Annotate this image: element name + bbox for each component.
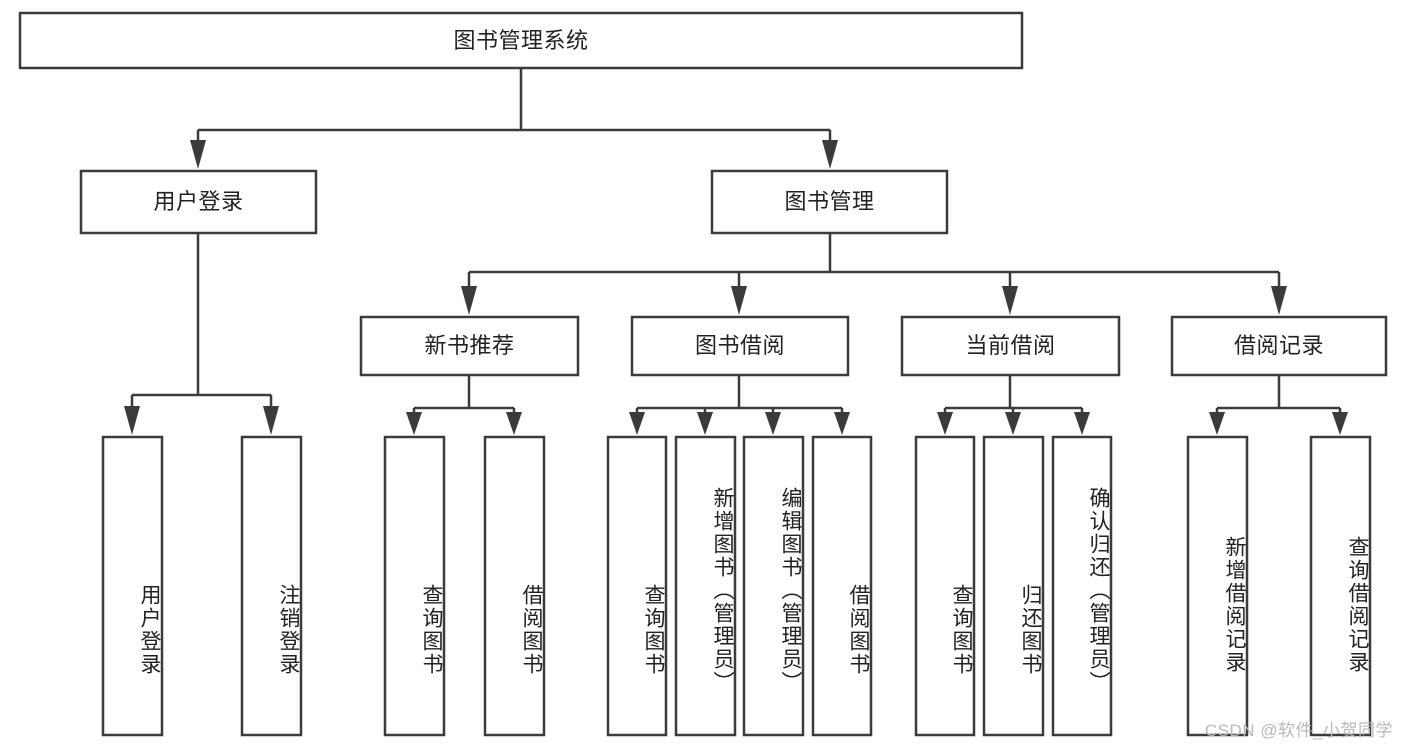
node-box-leaf-edit-book[interactable] — [742, 435, 805, 737]
connector-book-borrow-to-leaves — [629, 375, 850, 435]
node-box-leaf-borrow-book-1[interactable] — [483, 435, 546, 737]
node-box-leaf-return-book[interactable] — [982, 435, 1045, 737]
node-box-book-borrow[interactable] — [630, 315, 850, 377]
connector-new-book-recommend-to-leaves — [406, 375, 522, 435]
node-box-leaf-query-book-3[interactable] — [914, 435, 976, 737]
node-box-leaf-add-record[interactable] — [1186, 435, 1249, 737]
node-box-book-management[interactable] — [710, 169, 949, 235]
connector-book-management-to-level2 — [461, 233, 1287, 315]
node-box-leaf-query-record[interactable] — [1309, 435, 1372, 737]
node-box-leaf-query-book-2[interactable] — [606, 435, 668, 737]
connector-root-to-level1 — [190, 68, 838, 169]
node-box-current-borrow[interactable] — [900, 315, 1121, 377]
connector-user-login-to-leaves — [124, 233, 279, 435]
node-box-root[interactable] — [18, 11, 1024, 70]
node-box-leaf-user-login[interactable] — [101, 435, 164, 737]
node-box-leaf-query-book-1[interactable] — [383, 435, 446, 737]
node-box-new-book-recommend[interactable] — [359, 315, 580, 377]
node-box-leaf-borrow-book-2[interactable] — [811, 435, 873, 737]
watermark-text: CSDN @软件_小贺同学 — [1204, 721, 1393, 740]
node-box-leaf-confirm-return[interactable] — [1051, 435, 1113, 737]
node-box-leaf-add-book[interactable] — [674, 435, 737, 737]
node-box-user-login[interactable] — [79, 169, 318, 235]
connector-borrow-record-to-leaves — [1209, 375, 1348, 435]
node-box-borrow-record[interactable] — [1170, 315, 1388, 377]
connector-current-borrow-to-leaves — [937, 375, 1090, 435]
node-box-leaf-logout-login[interactable] — [240, 435, 303, 737]
